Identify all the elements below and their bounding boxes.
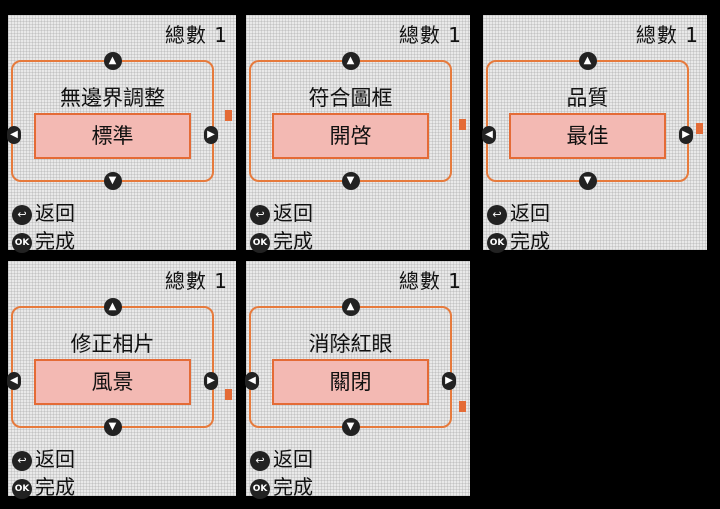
back-icon: ↩ bbox=[12, 204, 32, 225]
back-label: 返回 bbox=[35, 447, 75, 471]
back-button[interactable]: ↩返回 bbox=[250, 447, 313, 471]
setting-frame: ▲ 消除紅眼 ◀ 關閉 ▶ ▼ bbox=[245, 298, 456, 436]
ok-icon: OK bbox=[12, 232, 32, 253]
back-button[interactable]: ↩返回 bbox=[487, 201, 550, 225]
ok-label: 完成 bbox=[35, 229, 75, 253]
back-icon: ↩ bbox=[487, 204, 507, 225]
setting-value[interactable]: 開啓 bbox=[272, 113, 429, 159]
setting-frame: ▲ 修正相片 ◀ 風景 ▶ ▼ bbox=[7, 298, 218, 436]
back-label: 返回 bbox=[273, 201, 313, 225]
left-arrow-icon[interactable]: ◀ bbox=[482, 126, 496, 144]
copy-count: 總數 1 bbox=[164, 23, 228, 47]
copy-count: 總數 1 bbox=[398, 23, 462, 47]
up-arrow-icon[interactable]: ▲ bbox=[578, 52, 597, 70]
back-label: 返回 bbox=[510, 201, 550, 225]
setting-value[interactable]: 關閉 bbox=[272, 359, 429, 405]
down-arrow-icon[interactable]: ▼ bbox=[103, 172, 122, 190]
back-label: 返回 bbox=[35, 201, 75, 225]
setting-title: 消除紅眼 bbox=[308, 332, 393, 356]
right-arrow-icon[interactable]: ▶ bbox=[442, 372, 456, 390]
ok-icon: OK bbox=[487, 232, 507, 253]
back-icon: ↩ bbox=[250, 204, 270, 225]
back-button[interactable]: ↩返回 bbox=[12, 447, 75, 471]
down-arrow-icon[interactable]: ▼ bbox=[341, 418, 360, 436]
down-arrow-icon[interactable]: ▼ bbox=[103, 418, 122, 436]
setting-title: 品質 bbox=[566, 86, 609, 110]
back-icon: ↩ bbox=[12, 450, 32, 471]
setting-frame: ▲ 無邊界調整 ◀ 標準 ▶ ▼ bbox=[7, 52, 218, 190]
right-arrow-icon[interactable]: ▶ bbox=[204, 126, 218, 144]
setting-frame: ▲ 品質 ◀ 最佳 ▶ ▼ bbox=[482, 52, 693, 190]
scroll-indicator bbox=[459, 119, 466, 130]
scroll-indicator bbox=[225, 110, 232, 121]
copy-count: 總數 1 bbox=[635, 23, 699, 47]
setting-value[interactable]: 標準 bbox=[34, 113, 191, 159]
down-arrow-icon[interactable]: ▼ bbox=[578, 172, 597, 190]
copy-count: 總數 1 bbox=[164, 269, 228, 293]
right-arrow-icon[interactable]: ▶ bbox=[679, 126, 693, 144]
up-arrow-icon[interactable]: ▲ bbox=[103, 298, 122, 316]
down-arrow-icon[interactable]: ▼ bbox=[341, 172, 360, 190]
scroll-indicator bbox=[459, 401, 466, 412]
ok-icon: OK bbox=[250, 478, 270, 499]
back-label: 返回 bbox=[273, 447, 313, 471]
setting-frame: ▲ 符合圖框 開啓 ▼ bbox=[249, 52, 452, 190]
ok-icon: OK bbox=[12, 478, 32, 499]
right-arrow-icon[interactable]: ▶ bbox=[204, 372, 218, 390]
setting-title: 符合圖框 bbox=[308, 86, 393, 110]
up-arrow-icon[interactable]: ▲ bbox=[341, 52, 360, 70]
ok-icon: OK bbox=[250, 232, 270, 253]
back-icon: ↩ bbox=[250, 450, 270, 471]
setting-value[interactable]: 最佳 bbox=[509, 113, 666, 159]
scroll-indicator bbox=[696, 123, 703, 134]
ok-label: 完成 bbox=[35, 475, 75, 499]
setting-title: 無邊界調整 bbox=[60, 86, 165, 110]
left-arrow-icon[interactable]: ◀ bbox=[245, 372, 259, 390]
back-button[interactable]: ↩返回 bbox=[12, 201, 75, 225]
left-arrow-icon[interactable]: ◀ bbox=[7, 372, 21, 390]
up-arrow-icon[interactable]: ▲ bbox=[103, 52, 122, 70]
back-button[interactable]: ↩返回 bbox=[250, 201, 313, 225]
ok-label: 完成 bbox=[510, 229, 550, 253]
ok-label: 完成 bbox=[273, 475, 313, 499]
left-arrow-icon[interactable]: ◀ bbox=[7, 126, 21, 144]
setting-title: 修正相片 bbox=[70, 332, 155, 356]
up-arrow-icon[interactable]: ▲ bbox=[341, 298, 360, 316]
ok-label: 完成 bbox=[273, 229, 313, 253]
setting-value[interactable]: 風景 bbox=[34, 359, 191, 405]
copy-count: 總數 1 bbox=[398, 269, 462, 293]
scroll-indicator bbox=[225, 389, 232, 400]
